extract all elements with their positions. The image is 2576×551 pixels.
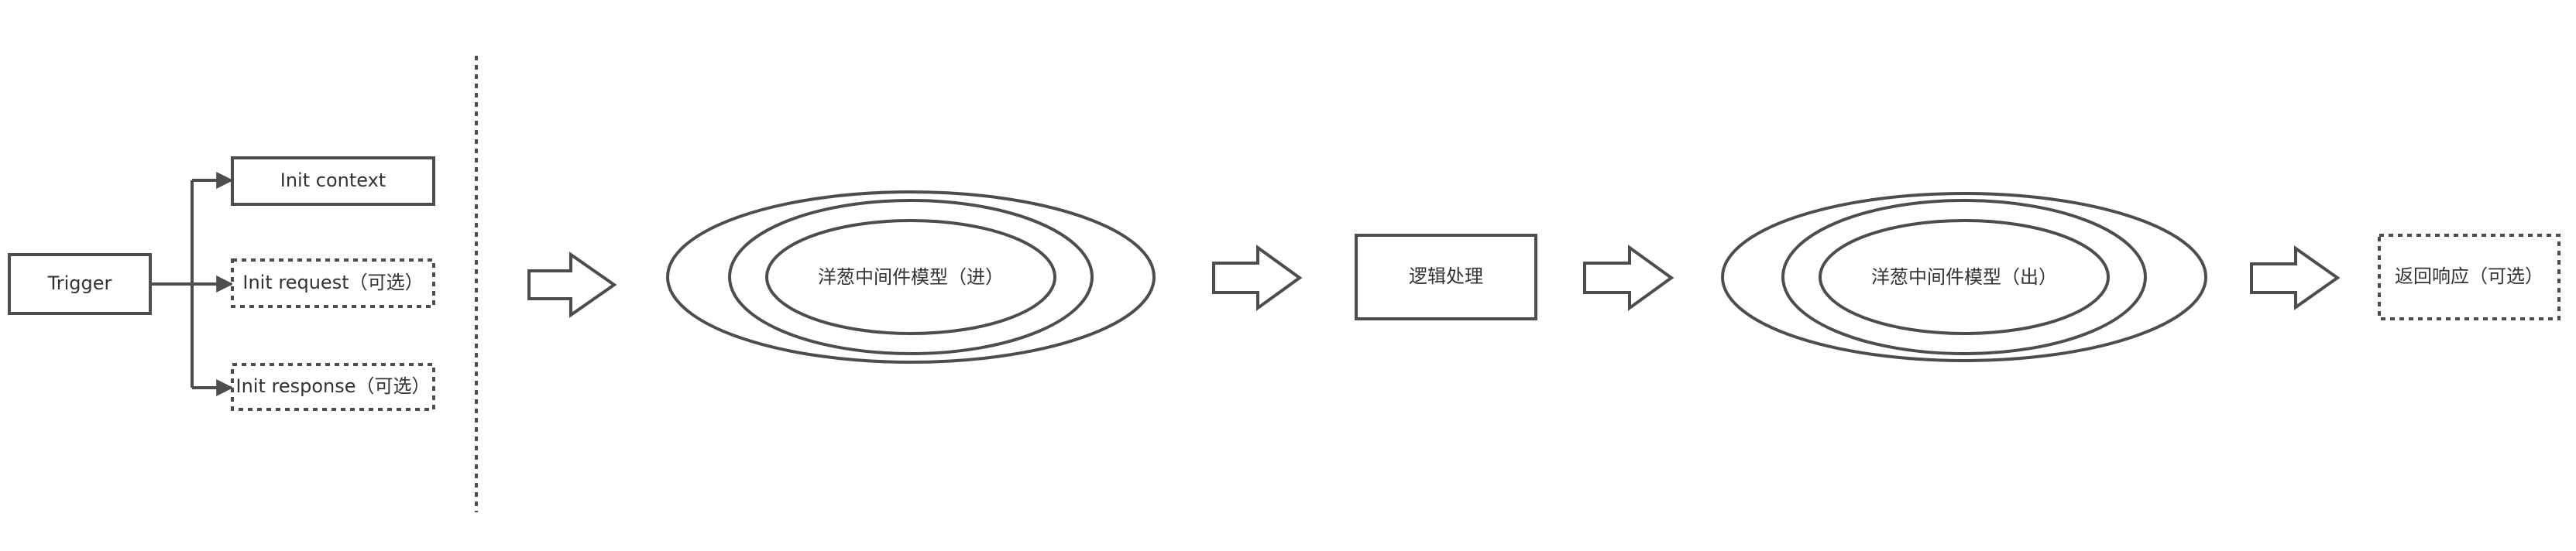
return-response-label: 返回响应（可选） <box>2395 265 2543 287</box>
block-arrow-1 <box>527 252 617 318</box>
trigger-box <box>8 253 152 315</box>
init-request-box <box>231 258 435 308</box>
block-arrow-3 <box>1583 245 1674 311</box>
onion-out-inner-ring <box>1819 219 2110 335</box>
onion-in-inner-ring <box>765 219 1056 335</box>
init-response-label: Init response（可选） <box>235 375 430 397</box>
trigger-label: Trigger <box>47 272 112 294</box>
logic-box <box>1355 234 1537 320</box>
onion-out-label: 洋葱中间件模型（出） <box>1871 266 2057 288</box>
onion-in-label: 洋葱中间件模型（进） <box>818 266 1004 288</box>
init-context-box <box>231 156 435 206</box>
block-arrow-4 <box>2250 245 2341 310</box>
block-arrow-2 <box>1212 245 1303 311</box>
init-request-label: Init request（可选） <box>242 272 423 293</box>
init-response-box <box>231 363 435 411</box>
init-context-label: Init context <box>280 169 386 191</box>
return-response-box <box>2378 234 2561 320</box>
logic-label: 逻辑处理 <box>1409 265 1483 287</box>
